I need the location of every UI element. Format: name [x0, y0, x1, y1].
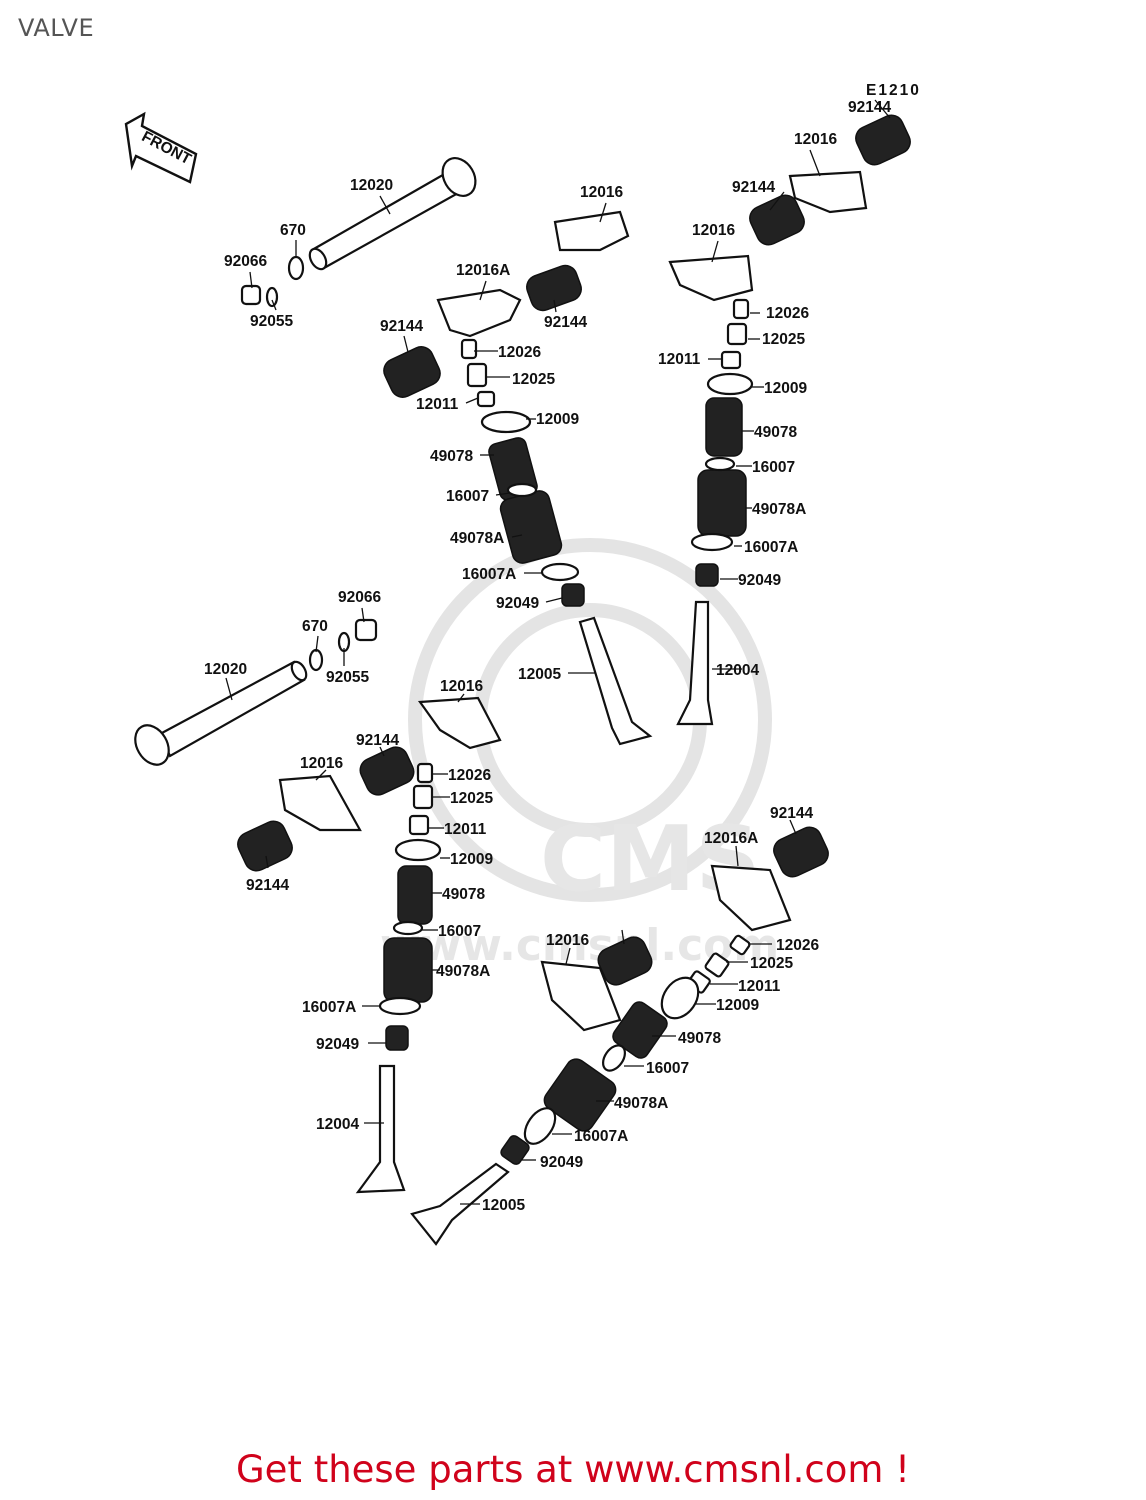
part-label: 49078 — [754, 424, 797, 441]
springs — [237, 114, 911, 1132]
part-label: 670 — [280, 222, 306, 239]
part-label: 12009 — [716, 997, 759, 1014]
part-label: 16007 — [438, 923, 481, 940]
part-label: 12020 — [204, 661, 247, 678]
part-label: 92055 — [250, 313, 293, 330]
part-label: 16007A — [744, 539, 798, 556]
part-label: 12026 — [776, 937, 819, 954]
part-label: 12025 — [762, 331, 805, 348]
part-label: 12020 — [350, 177, 393, 194]
part-label: 12005 — [482, 1197, 525, 1214]
part-label: 92049 — [540, 1154, 583, 1171]
part-label: 92144 — [848, 99, 891, 116]
part-label: 12016 — [546, 932, 589, 949]
promo-link[interactable]: Get these parts at www.cmsnl.com ! — [235, 1448, 910, 1491]
part-label: 16007A — [462, 566, 516, 583]
part-label: 16007 — [752, 459, 795, 476]
part-label: 16007 — [646, 1060, 689, 1077]
rocker-arms — [278, 170, 868, 1032]
part-label: 49078 — [678, 1030, 721, 1047]
part-label: 49078A — [436, 963, 490, 980]
part-label: 92144 — [770, 805, 813, 822]
part-label: 12025 — [750, 955, 793, 972]
part-label: 92066 — [338, 589, 381, 606]
part-label: 12016A — [704, 830, 758, 847]
part-label: 12009 — [450, 851, 493, 868]
part-label: 92049 — [738, 572, 781, 589]
part-label: 12016A — [456, 262, 510, 279]
part-label: 12016 — [692, 222, 735, 239]
part-label: 12026 — [498, 344, 541, 361]
part-label: 12026 — [766, 305, 809, 322]
part-label: 12011 — [738, 978, 781, 995]
part-label: 12004 — [316, 1116, 359, 1133]
part-label: 12025 — [450, 790, 493, 807]
page-title: VALVE — [18, 14, 95, 42]
part-label: 92055 — [326, 669, 369, 686]
part-label: 49078 — [442, 886, 485, 903]
part-label: 12011 — [658, 351, 701, 368]
part-label: 92049 — [316, 1036, 359, 1053]
valve-small-parts — [378, 298, 754, 1165]
part-label: 12009 — [764, 380, 807, 397]
part-label: 49078A — [614, 1095, 668, 1112]
part-label: 12025 — [512, 371, 555, 388]
part-label: 12004 — [716, 662, 759, 679]
part-label: 16007 — [446, 488, 489, 505]
part-label: 92144 — [544, 314, 587, 331]
part-label: 12016 — [580, 184, 623, 201]
part-label: 92049 — [496, 595, 539, 612]
parts-diagram: CMS www.cmsnl.com FRONT — [124, 82, 921, 1246]
part-label: 12011 — [416, 396, 459, 413]
part-label: 12016 — [440, 678, 483, 695]
part-label: 92144 — [356, 732, 399, 749]
part-label: 12026 — [448, 767, 491, 784]
part-labels: 92144 12016 92144 12020 12016 670 12016 … — [204, 99, 891, 1214]
part-label: 92144 — [246, 877, 289, 894]
part-label: 92144 — [380, 318, 423, 335]
part-label: 49078 — [430, 448, 473, 465]
part-label: 12016 — [300, 755, 343, 772]
part-label: 670 — [302, 618, 328, 635]
part-label: 12009 — [536, 411, 579, 428]
part-label: 92144 — [732, 179, 775, 196]
part-label: 12016 — [794, 131, 837, 148]
rocker-shaft-upper — [240, 157, 477, 308]
part-label: 16007A — [302, 999, 356, 1016]
part-label: 92066 — [224, 253, 267, 270]
front-arrow: FRONT — [124, 111, 198, 184]
diagram-code: E1210 — [866, 82, 921, 99]
part-label: 16007A — [574, 1128, 628, 1145]
leader-lines — [225, 99, 891, 1205]
part-label: 12005 — [518, 666, 561, 683]
part-label: 12011 — [444, 821, 487, 838]
watermark: CMS www.cmsnl.com — [380, 538, 779, 971]
rocker-shaft-lower — [134, 618, 378, 766]
part-label: 49078A — [450, 530, 504, 547]
part-label: 49078A — [752, 501, 806, 518]
